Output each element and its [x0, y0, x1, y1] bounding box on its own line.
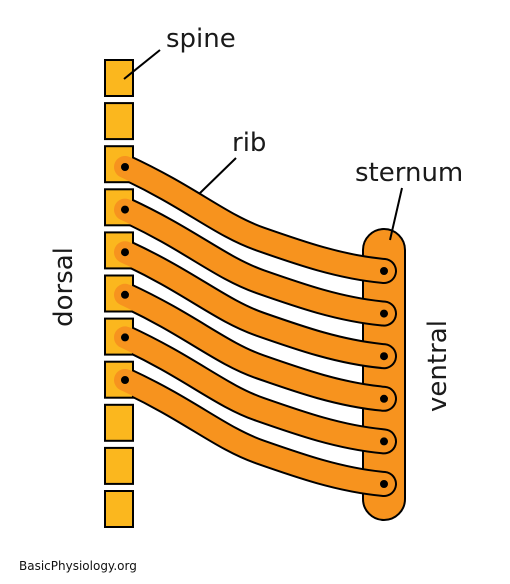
vertebra [104, 59, 134, 97]
vertebra [104, 490, 134, 528]
joints-layer [121, 163, 388, 488]
rib-sternum-joint [380, 309, 388, 318]
rib-spine-joint [121, 376, 129, 384]
spine-label: spine [166, 24, 236, 54]
rib-spine-joint [121, 333, 129, 342]
rib [114, 198, 395, 325]
rib [114, 326, 395, 453]
sternum-label: sternum [355, 158, 463, 188]
rib-leader-line [198, 157, 237, 195]
rib-sternum-joint [380, 437, 388, 446]
rib-sternum-joint [380, 480, 388, 488]
rib-spine-joint [121, 248, 129, 257]
rib [114, 156, 395, 282]
vertebra [104, 446, 134, 485]
rib-sternum-joint [380, 394, 388, 403]
sternum-leader-line [389, 187, 403, 241]
rib-sternum-joint [380, 267, 388, 275]
dorsal-label: dorsal [49, 247, 79, 327]
rib-spine-joint [121, 205, 129, 214]
spine-leader-line [123, 49, 161, 80]
rib [114, 241, 395, 368]
ribs-fill-layer [114, 156, 395, 495]
ventral-label: ventral [423, 320, 453, 412]
source-credit: BasicPhysiology.org [19, 559, 137, 573]
rib-sternum-joint [380, 352, 388, 361]
leader-lines [123, 49, 403, 241]
vertebra [104, 102, 134, 141]
rib-spine-joint [121, 290, 129, 299]
rib [114, 369, 395, 495]
rib [114, 283, 395, 410]
vertebra [104, 403, 134, 442]
rib-label: rib [232, 128, 266, 158]
rib-spine-joint [121, 163, 129, 171]
